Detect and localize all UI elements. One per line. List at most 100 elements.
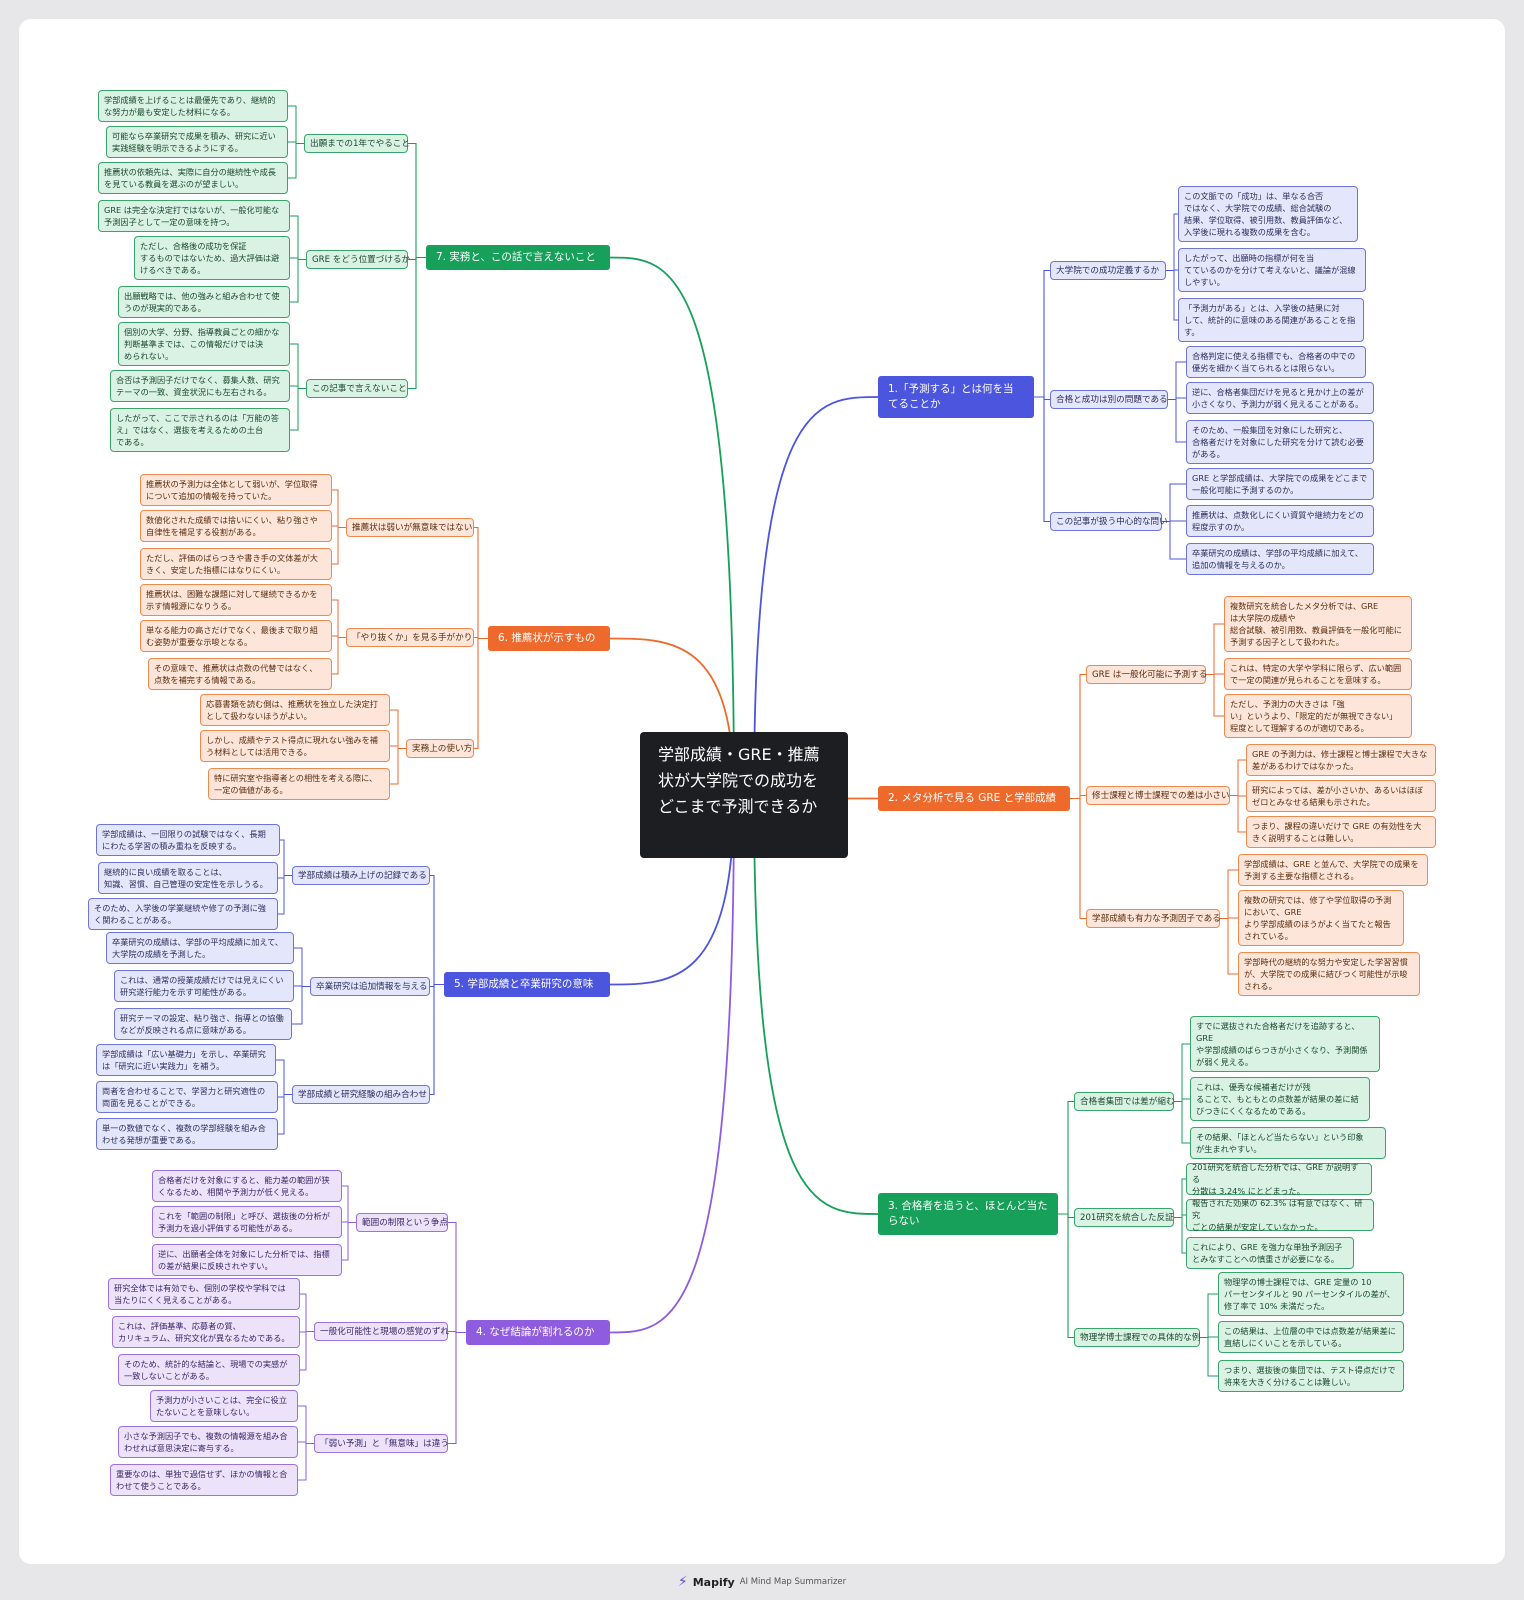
subtopic-4-3[interactable]: 「弱い予測」と「無意味」は違う	[314, 1434, 449, 1453]
subtopic-6-3[interactable]: 実務上の使い方	[406, 739, 474, 758]
leaf-5-2-1[interactable]: 卒業研究の成績は、学部の平均成績に加えて、 大学院の成績を予測した。	[106, 932, 294, 964]
leaf-1-1-3[interactable]: 「予測力がある」とは、入学後の結果に対 して、統計的に意味のある関連があることを…	[1178, 298, 1364, 342]
leaf-1-1-1[interactable]: この文脈での「成功」は、単なる合否 ではなく、大学院での成績、総合試験の 結果、…	[1178, 186, 1358, 242]
leaf-6-2-1[interactable]: 推薦状は、困難な課題に対して継続できるかを 示す情報源になりうる。	[140, 584, 332, 616]
leaf-7-1-1[interactable]: 学部成績を上げることは最優先であり、継続的 な努力が最も安定した材料になる。	[98, 90, 288, 122]
leaf-5-2-2[interactable]: これは、通常の授業成績だけでは見えにくい 研究遂行能力を示す可能性がある。	[114, 970, 294, 1002]
leaf-4-3-2[interactable]: 小さな予測因子でも、複数の情報源を組み合 わせれば意思決定に寄与する。	[118, 1426, 298, 1458]
leaf-6-3-2[interactable]: しかし、成績やテスト得点に現れない強みを補 う材料としては活用できる。	[200, 730, 390, 762]
edge-sub-leaf-1-1-3	[1166, 270, 1178, 321]
edge-sub-leaf-3-3-1	[1200, 1293, 1218, 1338]
subtopic-6-1[interactable]: 推薦状は弱いが無意味ではない	[346, 518, 474, 537]
leaf-5-3-2[interactable]: 両者を合わせることで、学習力と研究適性の 両面を見ることができる。	[96, 1081, 278, 1113]
leaf-7-1-3[interactable]: 推薦状の依頼先は、実際に自分の継続性や成長 を見ている教員を選ぶのが望ましい。	[98, 162, 288, 194]
leaf-3-3-2[interactable]: この結果は、上位層の中では点数差が結果差に 直結しにくいことを示している。	[1218, 1321, 1404, 1353]
subtopic-5-1[interactable]: 学部成績は積み上げの記録である	[292, 866, 430, 885]
leaf-2-3-3[interactable]: 学部時代の継続的な努力や安定した学習習慣 が、大学院での成果に結びつく可能性が示…	[1238, 952, 1420, 996]
subtopic-6-2[interactable]: 「やり抜くか」を見る手がかり	[346, 628, 474, 647]
subtopic-2-3[interactable]: 学部成績も有力な予測因子である	[1086, 909, 1221, 928]
edge-sub-leaf-4-2-1	[300, 1293, 314, 1332]
leaf-6-2-3[interactable]: その意味で、推薦状は点数の代替ではなく、 点数を補完する情報である。	[148, 658, 332, 690]
leaf-2-2-2[interactable]: 研究によっては、差が小さいか、あるいはほぼ ゼロとみなせる結果も示された。	[1246, 780, 1436, 812]
subtopic-1-2[interactable]: 合格と成功は別の問題である	[1050, 390, 1168, 409]
branch-topic-2[interactable]: 2. メタ分析で見る GRE と学部成績	[878, 786, 1070, 811]
subtopic-1-3[interactable]: この記事が扱う中心的な問い	[1050, 512, 1168, 531]
leaf-4-2-1[interactable]: 研究全体では有効でも、個別の学校や学科では 当たりにくく見えることがある。	[108, 1278, 300, 1310]
leaf-3-2-2[interactable]: 報告された効果の 62.3% は有意ではなく、研究 ごとの結果が安定していなかっ…	[1186, 1198, 1374, 1232]
leaf-3-3-3[interactable]: つまり、選抜後の集団では、テスト得点だけで 将来を大きく分けることは難しい。	[1218, 1360, 1404, 1392]
subtopic-2-1[interactable]: GRE は一般化可能に予測する	[1086, 665, 1207, 684]
leaf-6-2-2[interactable]: 単なる能力の高さだけでなく、最後まで取り組 む姿勢が重要な示唆となる。	[140, 620, 332, 652]
leaf-2-3-2[interactable]: 複数の研究では、修了や学位取得の予測 において、GRE より学部成績のほうがよく…	[1238, 890, 1404, 946]
leaf-5-1-2[interactable]: 継続的に良い成績を取ることは、 知識、習慣、自己管理の安定性を示しうる。	[98, 862, 278, 894]
leaf-2-2-3[interactable]: つまり、課程の違いだけで GRE の有効性を大 きく説明することは難しい。	[1246, 816, 1436, 848]
leaf-3-1-2[interactable]: これは、優秀な候補者だけが残 ることで、もともとの点数差が結果の差に結 びつきに…	[1190, 1077, 1370, 1121]
leaf-2-1-2[interactable]: これは、特定の大学や学科に限らず、広い範囲 で一定の関連が見られることを意味する…	[1224, 658, 1412, 690]
leaf-3-2-1[interactable]: 201研究を統合した分析では、GRE が説明する 分散は 3.24% にとどまっ…	[1186, 1162, 1372, 1196]
subtopic-4-1[interactable]: 範囲の制限という争点	[356, 1213, 448, 1232]
leaf-7-3-2[interactable]: 合否は予測因子だけでなく、募集人数、研究 テーマの一致、資金状況にも左右される。	[110, 370, 290, 402]
leaf-7-2-1[interactable]: GRE は完全な決定打ではないが、一般化可能な 予測因子として一定の意味を持つ。	[98, 200, 290, 232]
leaf-7-2-3[interactable]: 出願戦略では、他の強みと組み合わせて使 うのが現実的である。	[118, 286, 290, 318]
leaf-7-3-1[interactable]: 個別の大学、分野、指導教員ごとの細かな 判断基準までは、この情報だけでは決 めら…	[118, 322, 290, 366]
leaf-4-2-2[interactable]: これは、評価基準、応募者の質、 カリキュラム、研究文化が異なるためである。	[112, 1316, 300, 1348]
branch-topic-1[interactable]: 1.「予測する」とは何を当てることか	[878, 376, 1034, 418]
leaf-1-3-3[interactable]: 卒業研究の成績は、学部の平均成績に加えて、 追加の情報を与えるのか。	[1186, 543, 1374, 575]
leaf-1-2-3[interactable]: そのため、一般集団を対象にした研究と、 合格者だけを対象にした研究を分けて読む必…	[1186, 420, 1374, 464]
leaf-4-1-1[interactable]: 合格者だけを対象にすると、能力差の範囲が狭 くなるため、相関や予測力が低く見える…	[152, 1170, 342, 1202]
edge-sub-leaf-6-1-3	[332, 527, 346, 565]
leaf-1-3-1[interactable]: GRE と学部成績は、大学院での成果をどこまで 一般化可能に予測するのか。	[1186, 468, 1374, 500]
leaf-3-2-3[interactable]: これにより、GRE を強力な単独予測因子 とみなすことへの慎重さが必要になる。	[1186, 1237, 1354, 1269]
leaf-5-3-3[interactable]: 単一の数値でなく、複数の学部経験を組み合 わせる発想が重要である。	[96, 1118, 278, 1150]
leaf-4-1-3[interactable]: 逆に、出願者全体を対象にした分析では、指標 の差が結果に反映されやすい。	[152, 1244, 342, 1276]
leaf-6-3-1[interactable]: 応募書類を読む側は、推薦状を独立した決定打 として扱わないほうがよい。	[200, 694, 390, 726]
leaf-5-3-1[interactable]: 学部成績は「広い基礎力」を示し、卒業研究 は「研究に近い実践力」を補う。	[96, 1044, 276, 1076]
leaf-2-2-1[interactable]: GRE の予測力は、修士課程と博士課程で大きな 差があるわけではなかった。	[1246, 744, 1436, 776]
leaf-5-2-3[interactable]: 研究テーマの設定、粘り強さ、指導との協働 などが反映される点に意味がある。	[114, 1008, 292, 1040]
leaf-4-1-2[interactable]: これを「範囲の制限」と呼び、選抜後の分析が 予測力を過小評価する可能性がある。	[152, 1206, 342, 1238]
subtopic-5-2[interactable]: 卒業研究は追加情報を与える	[310, 977, 430, 996]
subtopic-7-3[interactable]: この記事で言えないこと	[306, 379, 408, 398]
leaf-6-1-1[interactable]: 推薦状の予測力は全体として弱いが、学位取得 について追加の情報を持っていた。	[140, 474, 332, 506]
leaf-5-1-1[interactable]: 学部成績は、一回限りの試験ではなく、長期 にわたる学習の積み重ねを反映する。	[96, 824, 280, 856]
branch-topic-3[interactable]: 3. 合格者を追うと、ほとんど当たらない	[878, 1193, 1058, 1235]
leaf-1-3-2[interactable]: 推薦状は、点数化しにくい資質や継続力をどの 程度示すのか。	[1186, 505, 1374, 537]
leaf-1-2-1[interactable]: 合格判定に使える指標でも、合格者の中での 優劣を細かく当てられるとは限らない。	[1186, 346, 1366, 378]
leaf-4-2-3[interactable]: そのため、統計的な結論と、現場での実感が 一致しないことがある。	[118, 1354, 300, 1386]
subtopic-2-2[interactable]: 修士課程と博士課程での差は小さい	[1086, 786, 1230, 805]
edge-sub-leaf-3-2-3	[1174, 1217, 1186, 1254]
leaf-7-2-2[interactable]: ただし、合格後の成功を保証 するものではないため、過大評価は避 けるべきである。	[134, 236, 290, 280]
leaf-3-3-1[interactable]: 物理学の博士課程では、GRE 定量の 10 パーセンタイルと 90 パーセンタイ…	[1218, 1272, 1404, 1316]
leaf-6-1-3[interactable]: ただし、評価のばらつきや書き手の文体差が大 きく、安定した指標にはなりにくい。	[140, 548, 332, 580]
leaf-4-3-3[interactable]: 重要なのは、単独で過信せず、ほかの情報と合 わせて使うことである。	[110, 1464, 298, 1496]
branch-topic-6[interactable]: 6. 推薦状が示すもの	[488, 626, 610, 651]
branch-topic-7[interactable]: 7. 実務と、この話で言えないこと	[426, 245, 610, 270]
subtopic-1-1[interactable]: 大学院での成功定義するか	[1050, 261, 1166, 280]
subtopic-7-1[interactable]: 出願までの1年でやること	[304, 134, 410, 153]
edge-sub-leaf-6-3-3	[390, 748, 406, 785]
branch-topic-5[interactable]: 5. 学部成績と卒業研究の意味	[444, 972, 610, 997]
edge-sub-leaf-5-2-1	[294, 947, 310, 987]
subtopic-3-2[interactable]: 201研究を統合した反証	[1074, 1208, 1174, 1227]
edge-root-branch-5	[609, 794, 735, 986]
subtopic-3-3[interactable]: 物理学博士課程での具体的な例	[1074, 1328, 1200, 1347]
leaf-2-1-3[interactable]: ただし、予測力の大きさは「強 い」というより、「限定的だが無視できない」 程度と…	[1224, 694, 1412, 738]
leaf-5-1-3[interactable]: そのため、入学後の学業継続や修了の予測に強 く関わることがある。	[88, 898, 278, 930]
subtopic-4-2[interactable]: 一般化可能性と現場の感覚のずれ	[314, 1322, 449, 1341]
leaf-2-1-1[interactable]: 複数研究を統合したメタ分析では、GRE は大学院の成績や 総合試験、被引用数、教…	[1224, 596, 1412, 652]
leaf-2-3-1[interactable]: 学部成績は、GRE と並んで、大学院での成果を 予測する主要な指標とされる。	[1238, 854, 1428, 886]
leaf-4-3-1[interactable]: 予測力が小さいことは、完全に役立 たないことを意味しない。	[150, 1390, 298, 1422]
subtopic-7-2[interactable]: GRE をどう位置づけるか	[306, 250, 410, 269]
subtopic-3-1[interactable]: 合格者集団では差が縮む	[1074, 1092, 1175, 1111]
leaf-3-1-3[interactable]: その結果、「ほとんど当たらない」という印象 が生まれやすい。	[1190, 1127, 1386, 1159]
leaf-1-2-2[interactable]: 逆に、合格者集団だけを見ると見かけ上の差が 小さくなり、予測力が弱く見えることが…	[1186, 382, 1374, 414]
leaf-3-1-1[interactable]: すでに選抜された合格者だけを追跡すると、 GRE や学部成績のばらつきが小さくな…	[1190, 1016, 1380, 1072]
leaf-1-1-2[interactable]: したがって、出願時の指標が何を当 てているのかを分けて考えないと、議論が混線 し…	[1178, 248, 1366, 292]
leaf-7-1-2[interactable]: 可能なら卒業研究で成果を積み、研究に近い 実践経験を明示できるようにする。	[106, 126, 288, 158]
leaf-6-1-2[interactable]: 数値化された成績では捨いにくい、粘り強さや 自律性を補足する役割がある。	[140, 510, 332, 542]
branch-topic-4[interactable]: 4. なぜ結論が割れるのか	[466, 1320, 610, 1345]
leaf-6-3-3[interactable]: 特に研究室や指導者との相性を考える際に、 一定の価値がある。	[208, 768, 390, 800]
subtopic-5-3[interactable]: 学部成績と研究経験の組み合わせ	[292, 1085, 430, 1104]
root-topic[interactable]: 学部成績・GRE・推薦状が大学院での成功をどこまで予測できるか	[640, 732, 848, 858]
leaf-7-3-3[interactable]: したがって、ここで示されるのは「万能の答 え」ではなく、選抜を考えるための土台 …	[110, 408, 290, 452]
